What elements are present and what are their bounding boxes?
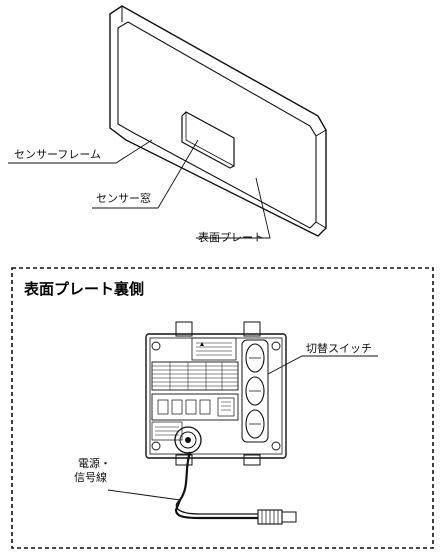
switch-knob-3 — [245, 409, 265, 439]
sensor-plate-illustration — [109, 5, 327, 237]
label-sensor-window: センサー窓 — [96, 192, 151, 205]
back-panel-title: 表面プレート裏側 — [24, 280, 145, 298]
top-leader-lines — [8, 139, 271, 239]
switch-knob-1 — [245, 343, 265, 373]
power-signal-cable — [174, 451, 297, 525]
label-surface-plate: 表面プレート — [198, 231, 264, 244]
back-panel-dashed-frame — [11, 267, 434, 549]
label-switch: 切替スイッチ — [306, 342, 372, 355]
sensor-window-shape — [181, 111, 235, 169]
bottom-leader-lines — [107, 355, 378, 501]
label-cable-line-1: 電源・ — [78, 457, 111, 470]
label-cable-line-2: 信号線 — [74, 471, 107, 484]
switch-knob-2 — [245, 376, 265, 406]
label-sensor-frame: センサーフレーム — [14, 148, 102, 161]
control-unit-illustration — [145, 321, 287, 466]
